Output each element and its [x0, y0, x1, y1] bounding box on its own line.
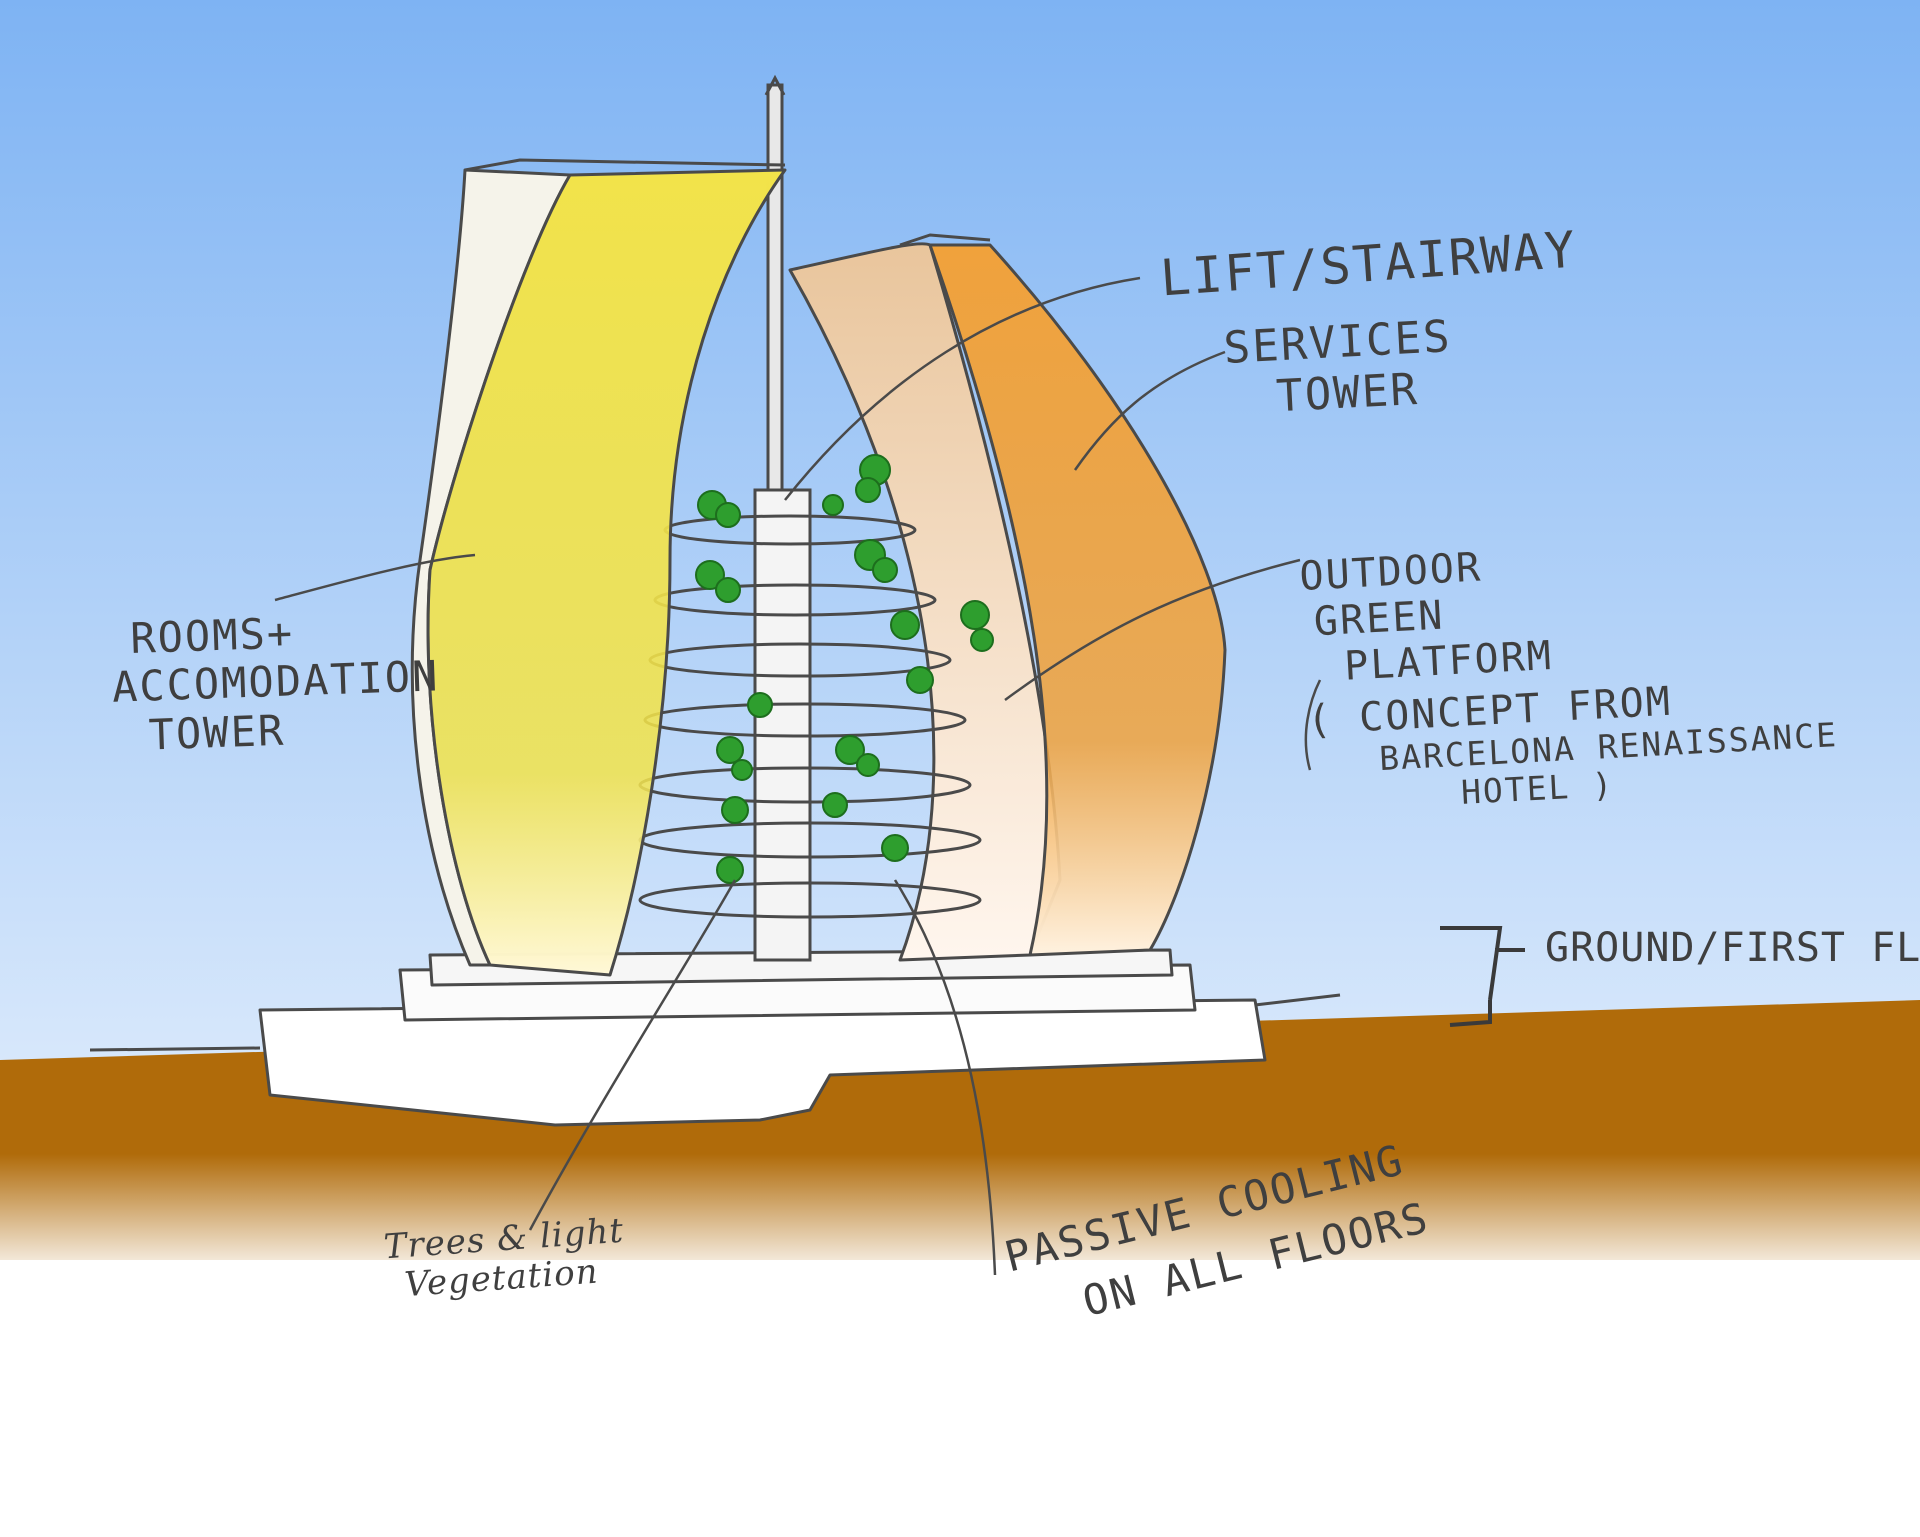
accommodation-tower: [410, 158, 787, 977]
base-platform: [89, 948, 1341, 1127]
label-services-tower: SERVICES TOWER: [1222, 311, 1453, 422]
services-tower: [788, 233, 1227, 962]
label-ground-first-floor: GROUND/FIRST FLR: [1545, 925, 1920, 971]
label-outdoor-green-platform: OUTDOOR GREEN PLATFORM ( CONCEPT FROM BA…: [1298, 544, 1839, 812]
leader-lines: [274, 276, 1322, 1276]
label-rooms-accommodation: ROOMS+ ACCOMODATION TOWER: [111, 608, 441, 760]
green-platform-core: [638, 488, 982, 962]
lower-page: [0, 1260, 1920, 1537]
vegetation: [695, 454, 994, 884]
ground-first-bracket: [1440, 926, 1525, 1027]
label-trees-vegetation: Trees & light Vegetation: [382, 1210, 626, 1306]
